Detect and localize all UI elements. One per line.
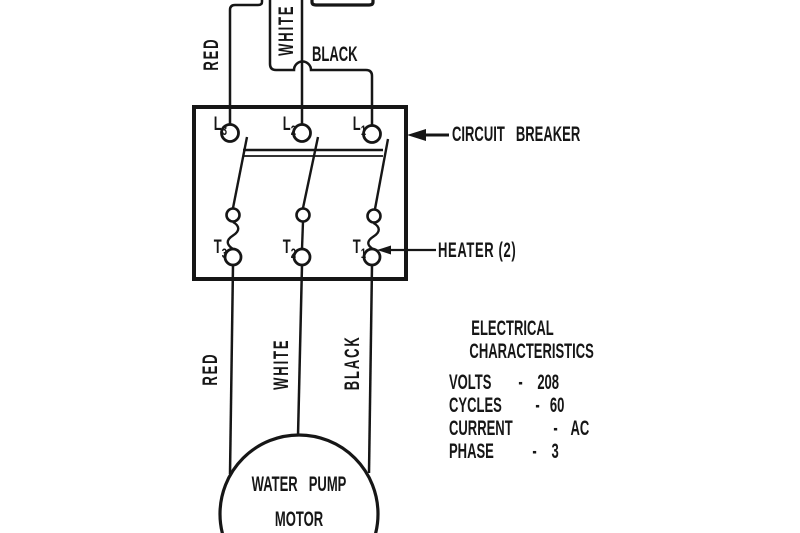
terminal-label-t3: T3 (213, 237, 227, 261)
electrical-characteristics-title-line1: ELECTRICAL (471, 317, 554, 340)
characteristic-value: AC (570, 417, 590, 440)
characteristic-label: CURRENT (449, 417, 513, 440)
terminal-circle-t3 (223, 247, 243, 267)
white-wire-bottom (296, 264, 304, 437)
circuit-breaker-callout-arrow-icon (407, 129, 449, 141)
terminal-circle-t1 (362, 247, 382, 267)
electrical-characteristics-title-line2: CHARACTERISTICS (469, 340, 594, 363)
junction-box-partial (310, 0, 375, 7)
wire-label-white-bottom: WHITE (270, 338, 293, 390)
contact-circle-1 (366, 208, 382, 224)
terminal-label-t2: T2 (282, 237, 296, 261)
red-wire-top (228, 0, 264, 124)
motor-name-line1: WATER PUMP (251, 473, 347, 496)
characteristic-row-current: CURRENT - AC (449, 417, 589, 441)
heater-element-3 (226, 220, 240, 251)
terminal-label-l1: L1 (352, 114, 366, 138)
heater-element-1 (367, 221, 380, 251)
terminal-label-l2: L2 (282, 114, 296, 138)
characteristic-label: VOLTS (449, 371, 492, 394)
characteristic-value: 60 (550, 394, 565, 417)
characteristic-value: 208 (537, 371, 560, 394)
heater-label: HEATER (2) (438, 239, 517, 262)
wire-label-red-top: RED (200, 37, 223, 71)
circuit-breaker-box (192, 105, 408, 281)
contact-circle-3 (225, 207, 241, 223)
switch-blade-3 (231, 136, 249, 209)
wire-label-red-bottom: RED (199, 352, 222, 386)
terminal-circle-l2 (292, 123, 312, 143)
circuit-breaker-label: CIRCUIT BREAKER (452, 123, 581, 146)
characteristic-dash: - (518, 371, 524, 394)
wire-label-black-bottom: BLACK (341, 335, 364, 391)
characteristic-label: PHASE (449, 440, 494, 463)
terminal-circle-l3 (220, 123, 240, 143)
heater-callout-arrow-icon (377, 245, 436, 255)
wire-label-white-top: WHITE (275, 4, 298, 56)
motor-name-line2: MOTOR (274, 508, 324, 531)
characteristic-dash: - (535, 394, 540, 417)
terminal-circle-t2 (292, 247, 312, 267)
black-wire-bottom (367, 264, 374, 474)
motor-circle (218, 433, 380, 533)
characteristic-dash: - (532, 440, 537, 463)
characteristic-row-volts: VOLTS - 208 (449, 371, 560, 395)
red-wire-bottom (228, 264, 235, 475)
black-wire-top (268, 0, 374, 125)
characteristic-dash: - (553, 417, 558, 440)
contact-circle-2 (295, 207, 311, 223)
wire-label-black-top: BLACK (312, 43, 358, 66)
characteristic-value: 3 (551, 440, 559, 463)
characteristic-row-cycles: CYCLES - 60 (449, 394, 565, 418)
terminal-label-l3: L3 (213, 114, 227, 138)
terminal-label-t1: T1 (352, 237, 366, 261)
characteristic-label: CYCLES (449, 394, 502, 417)
switch-blade-2 (301, 136, 320, 209)
switch-blade-1 (373, 138, 390, 210)
pole-2-link (300, 221, 305, 250)
terminal-circle-l1 (362, 124, 382, 144)
characteristic-row-phase: PHASE - 3 (449, 440, 559, 464)
